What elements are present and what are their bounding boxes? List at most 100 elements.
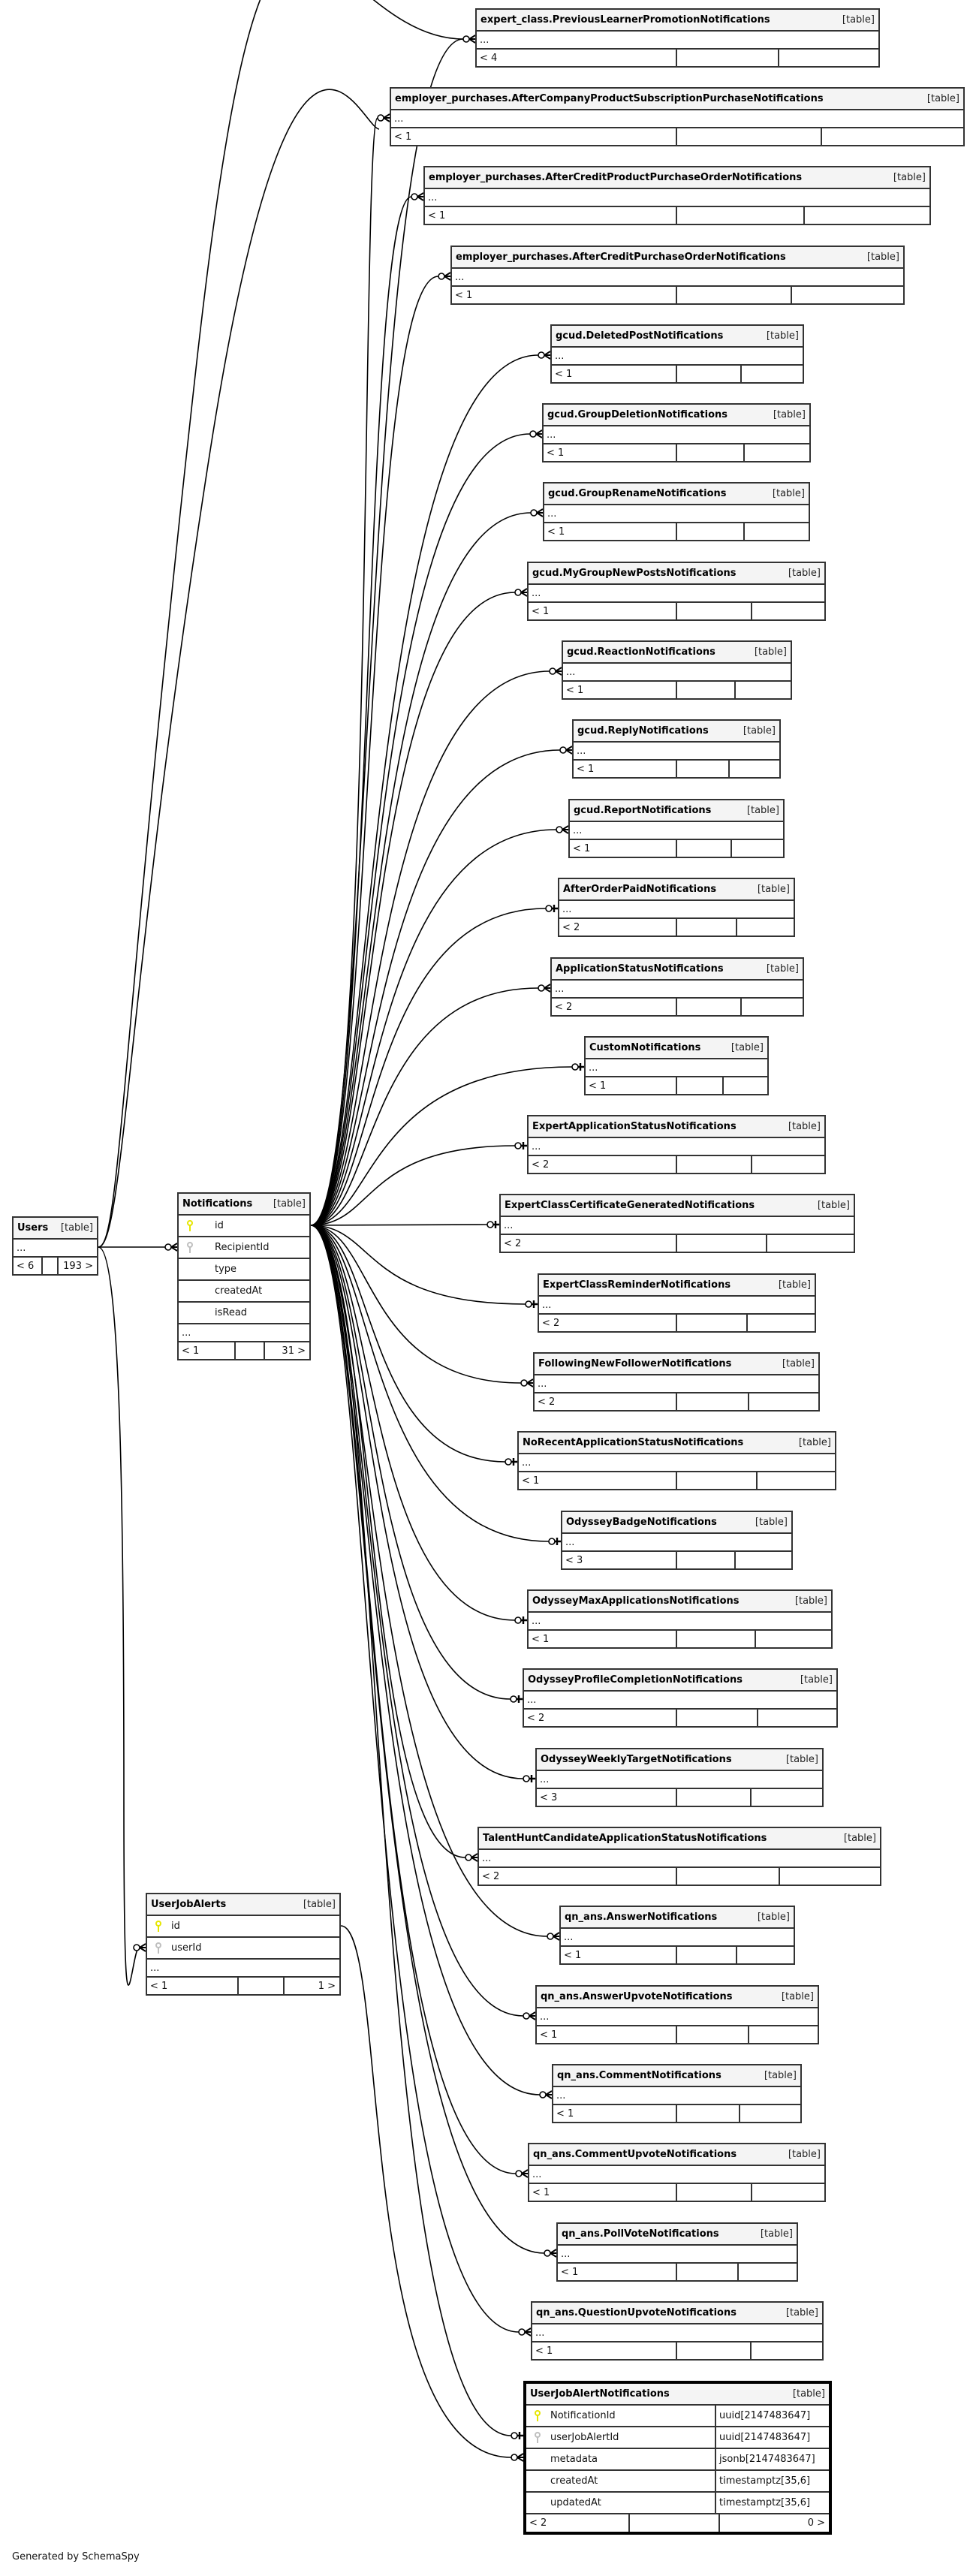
parents-count[interactable]: < 3	[565, 1554, 583, 1566]
parents-count[interactable]: < 1	[540, 2029, 558, 2041]
table-header: FollowingNewFollowerNotifications[table]	[535, 1354, 818, 1375]
children-count[interactable]: 31 >	[264, 1342, 309, 1359]
table-child[interactable]: gcud.ReactionNotifications[table]...< 1	[562, 640, 792, 700]
table-child[interactable]: OdysseyProfileCompletionNotifications[ta…	[523, 1668, 838, 1728]
table-footer: < 1	[519, 1472, 835, 1489]
parents-count[interactable]: < 2	[555, 1001, 573, 1013]
parents-count[interactable]: < 1	[394, 131, 412, 143]
parents-count[interactable]: < 1	[150, 1980, 168, 1992]
table-child[interactable]: ExpertApplicationStatusNotifications[tab…	[527, 1115, 826, 1174]
table-child[interactable]: qn_ans.AnswerNotifications[table]...< 1	[559, 1906, 795, 1965]
parents-count[interactable]: < 1	[535, 2345, 553, 2357]
parents-count[interactable]: < 1	[547, 526, 565, 538]
parents-count[interactable]: < 1	[428, 209, 446, 221]
more-columns-row: ...	[552, 981, 803, 999]
children-count[interactable]: 0 >	[718, 2514, 829, 2532]
table-child[interactable]: AfterOrderPaidNotifications[table]...< 2	[558, 878, 795, 937]
parents-count[interactable]: < 2	[482, 1870, 500, 1882]
ellipsis: ...	[532, 1615, 541, 1627]
relationship-line	[310, 1225, 541, 2095]
table-child[interactable]: gcud.ReplyNotifications[table]...< 1	[572, 719, 781, 779]
parents-count[interactable]: < 1	[547, 447, 565, 459]
table-child[interactable]: TalentHuntCandidateApplicationStatusNoti…	[477, 1827, 881, 1886]
children-count[interactable]: 193 >	[57, 1258, 97, 1274]
parents-count[interactable]: < 3	[540, 1791, 558, 1803]
column-row[interactable]: type	[179, 1259, 309, 1281]
relationship-line	[310, 1225, 520, 2333]
parents-count[interactable]: < 1	[573, 842, 591, 854]
table-kind: [table]	[778, 1279, 811, 1291]
parents-count[interactable]: < 2	[532, 1158, 550, 1170]
table-child[interactable]: employer_purchases.AfterCreditPurchaseOr…	[450, 246, 905, 305]
table-child[interactable]: qn_ans.QuestionUpvoteNotifications[table…	[531, 2301, 824, 2361]
column-row[interactable]: isRead	[179, 1303, 309, 1324]
table-child[interactable]: qn_ans.AnswerUpvoteNotifications[table].…	[535, 1985, 819, 2044]
table-child[interactable]: NoRecentApplicationStatusNotifications[t…	[517, 1431, 836, 1490]
column-row[interactable]: id	[179, 1216, 309, 1237]
table-child[interactable]: expert_class.PreviousLearnerPromotionNot…	[475, 8, 880, 68]
parents-count[interactable]: < 1	[589, 1080, 607, 1092]
children-count[interactable]: 1 >	[283, 1978, 339, 1994]
parents-count[interactable]: < 1	[182, 1345, 200, 1357]
parents-count[interactable]: < 1	[532, 1633, 550, 1645]
parents-count[interactable]: < 2	[538, 1396, 556, 1408]
table-child[interactable]: ExpertClassReminderNotifications[table].…	[538, 1273, 816, 1333]
table-users[interactable]: Users [table] ... < 6 193 >	[12, 1216, 98, 1276]
column-row[interactable]: createdAt	[179, 1281, 309, 1303]
table-child[interactable]: OdysseyMaxApplicationsNotifications[tabl…	[527, 1589, 833, 1649]
column-row[interactable]: id	[147, 1916, 339, 1938]
parents-count[interactable]: < 2	[504, 1237, 522, 1249]
table-child[interactable]: qn_ans.CommentNotifications[table]...< 1	[552, 2064, 802, 2123]
relationship-line	[98, 89, 380, 1248]
parents-count[interactable]: < 6	[17, 1260, 35, 1272]
column-name: type	[215, 1264, 237, 1275]
table-child[interactable]: gcud.GroupDeletionNotifications[table]..…	[542, 403, 811, 462]
parents-count[interactable]: < 1	[532, 605, 550, 617]
column-row[interactable]: RecipientId	[179, 1237, 309, 1259]
parents-count[interactable]: < 1	[532, 2186, 550, 2198]
parents-count[interactable]: < 2	[527, 1712, 545, 1724]
more-columns-row: ...	[574, 743, 779, 761]
table-child[interactable]: gcud.GroupRenameNotifications[table]...<…	[543, 482, 810, 541]
footer-spacer	[676, 761, 728, 777]
footer-spacer	[750, 2343, 822, 2359]
parents-count[interactable]: < 1	[577, 763, 595, 775]
parents-count[interactable]: < 2	[542, 1317, 560, 1329]
table-child[interactable]: FollowingNewFollowerNotifications[table]…	[533, 1352, 820, 1412]
table-child[interactable]: employer_purchases.AfterCompanyProductSu…	[390, 87, 965, 146]
parents-count[interactable]: < 4	[480, 52, 498, 64]
table-child[interactable]: gcud.DeletedPostNotifications[table]...<…	[550, 324, 804, 384]
parents-count[interactable]: < 1	[566, 684, 584, 696]
parents-count[interactable]: < 1	[455, 289, 473, 301]
table-child[interactable]: ApplicationStatusNotifications[table]...…	[550, 957, 804, 1017]
column-row[interactable]: userId	[147, 1938, 339, 1960]
table-child[interactable]: employer_purchases.AfterCreditProductPur…	[423, 166, 931, 225]
table-child[interactable]: qn_ans.CommentUpvoteNotifications[table]…	[528, 2143, 826, 2202]
table-child[interactable]: OdysseyWeeklyTargetNotifications[table].…	[535, 1748, 824, 1807]
more-columns-row: ...	[561, 1929, 794, 1947]
parents-count[interactable]: < 1	[522, 1475, 540, 1487]
table-footer: < 1	[544, 444, 809, 461]
parents-count[interactable]: < 1	[555, 368, 573, 380]
parents-count[interactable]: < 2	[562, 921, 580, 933]
ellipsis: ...	[556, 2089, 566, 2101]
table-child[interactable]: qn_ans.PollVoteNotifications[table]...< …	[556, 2222, 798, 2282]
relationship-line	[98, 0, 464, 1248]
parents-count[interactable]: < 1	[556, 2107, 574, 2120]
parents-count[interactable]: < 1	[561, 2266, 579, 2278]
table-child[interactable]: gcud.ReportNotifications[table]...< 1	[568, 799, 785, 858]
table-child[interactable]: OdysseyBadgeNotifications[table]...< 3	[561, 1511, 793, 1570]
table-child[interactable]: gcud.MyGroupNewPostsNotifications[table]…	[527, 562, 826, 621]
parents-count[interactable]: < 2	[529, 2517, 547, 2529]
table-user-job-alert-notifications[interactable]: UserJobAlertNotifications [table] Notifi…	[523, 2381, 832, 2535]
table-child[interactable]: CustomNotifications[table]...< 1	[584, 1036, 769, 1095]
table-child[interactable]: ExpertClassCertificateGeneratedNotificat…	[499, 1194, 855, 1253]
parents-count[interactable]: < 1	[564, 1949, 582, 1961]
